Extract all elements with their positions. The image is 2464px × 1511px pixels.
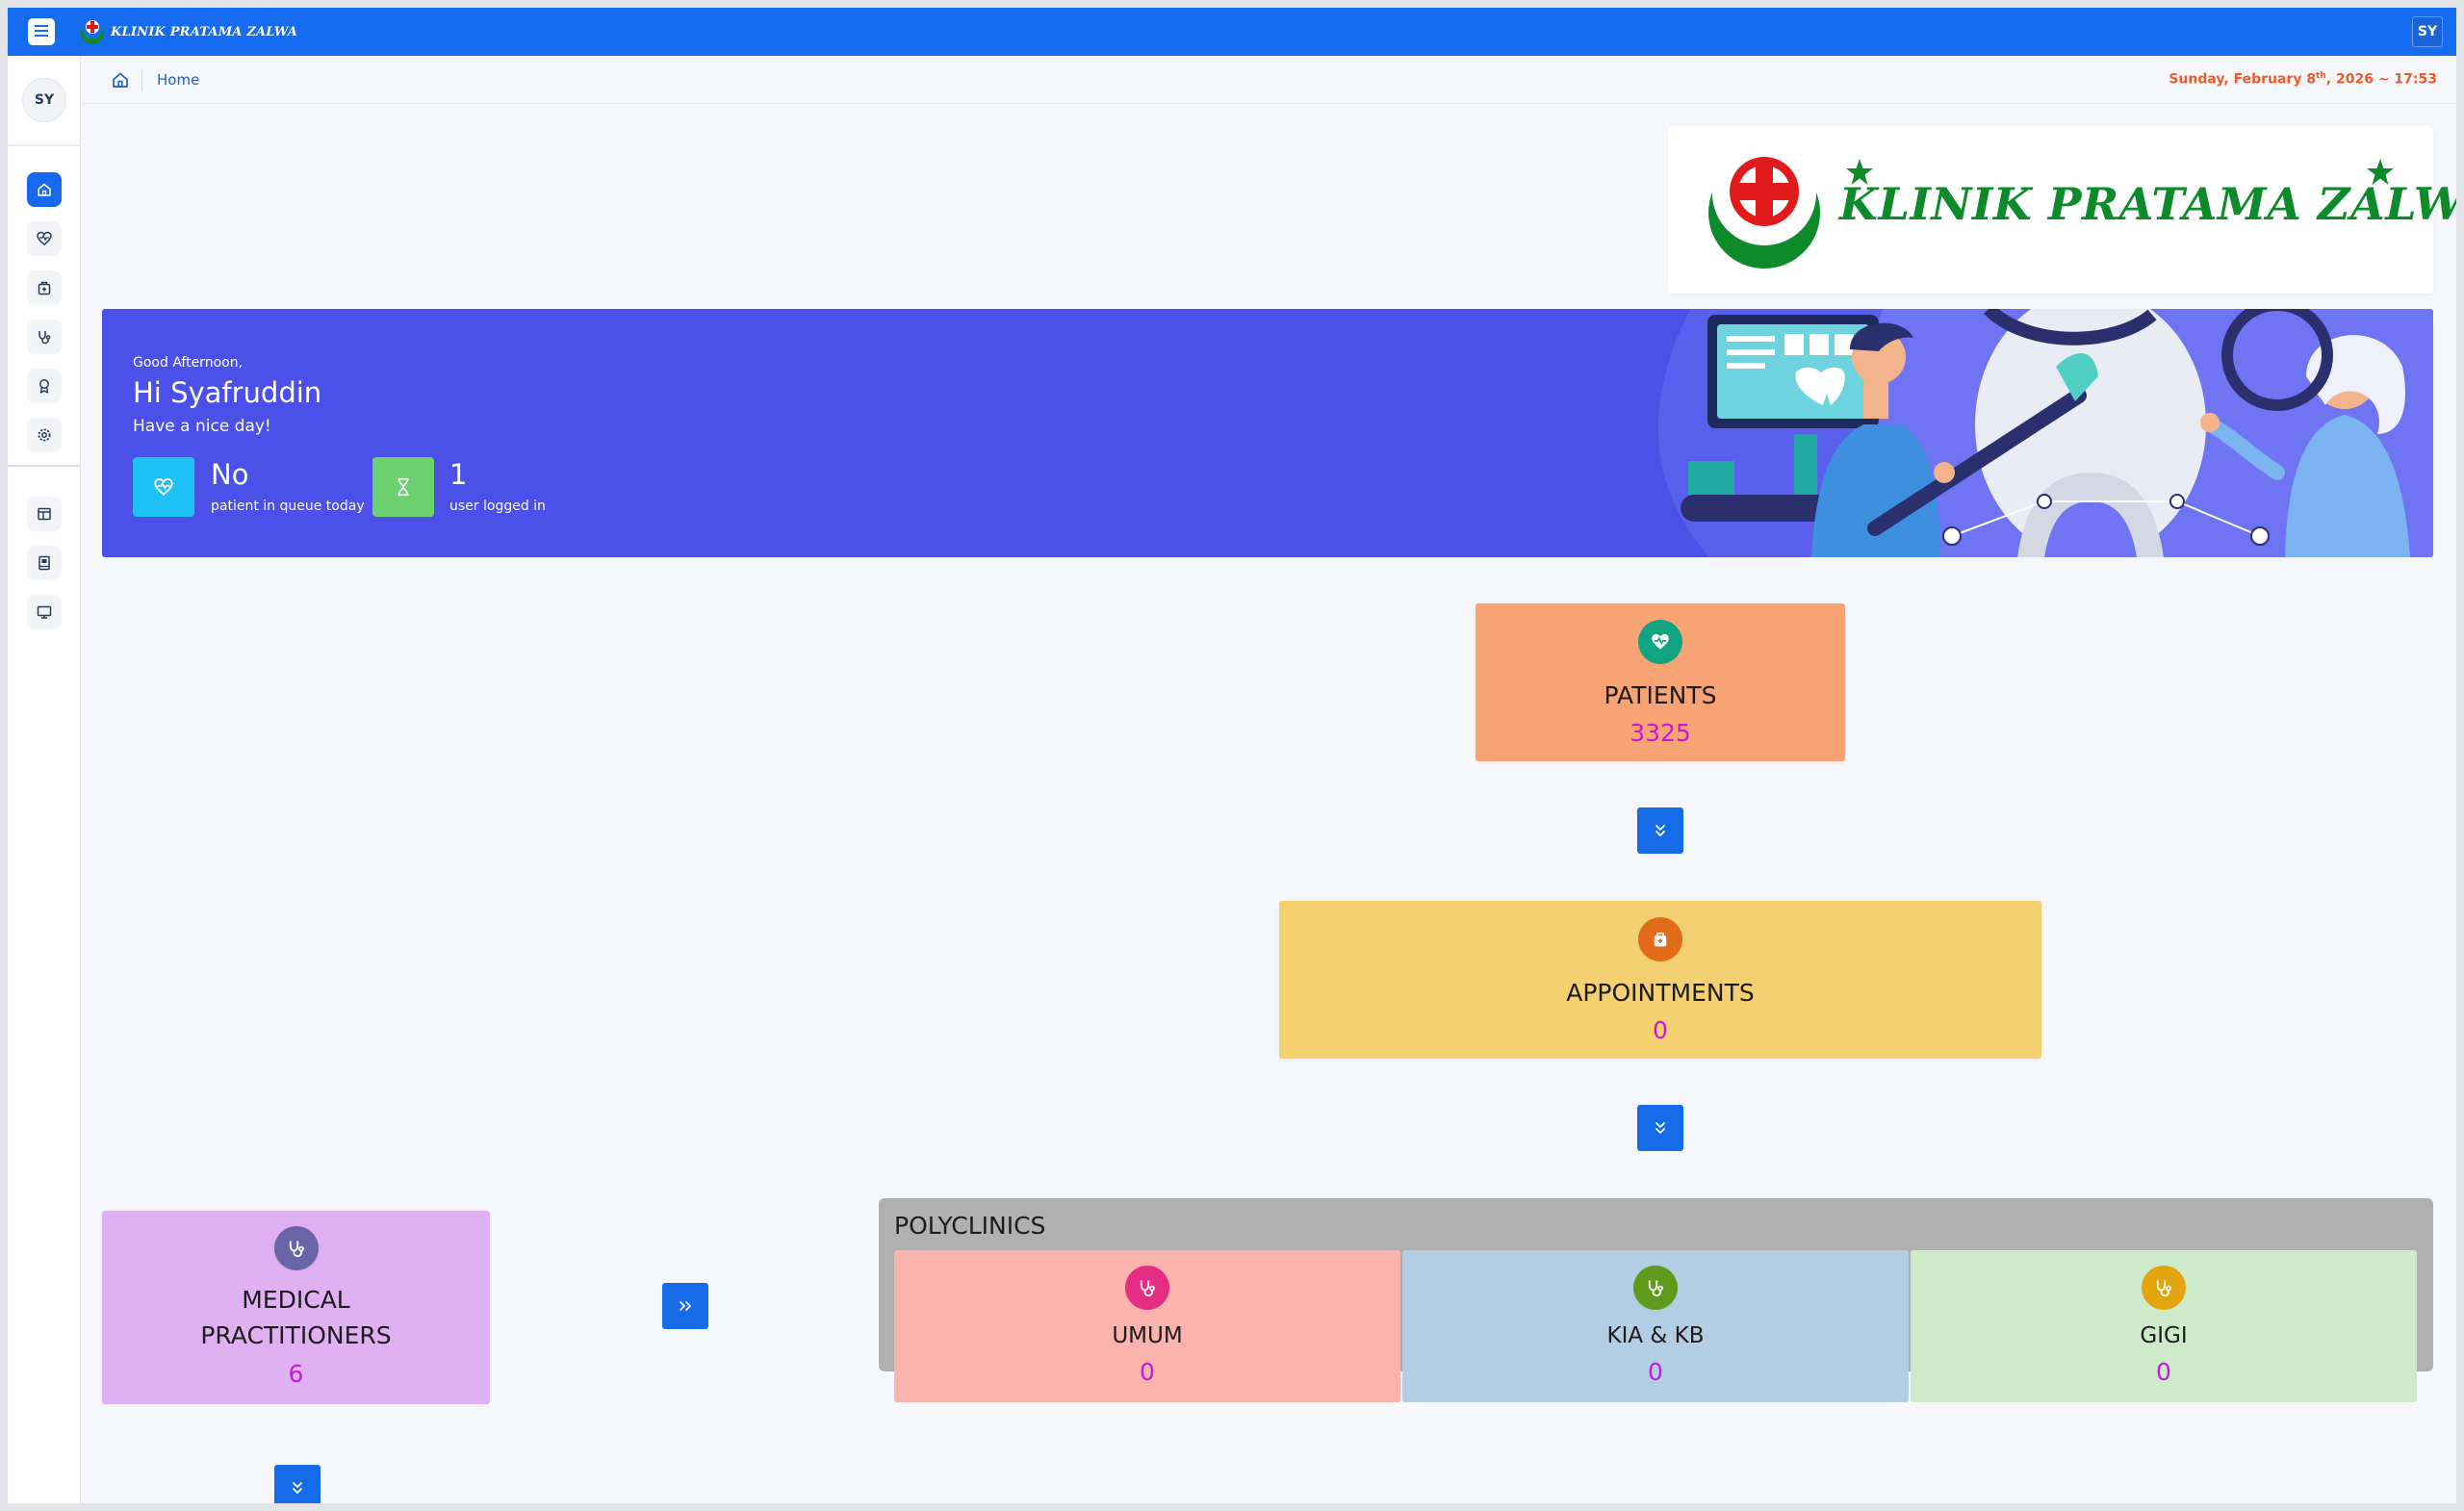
- user-menu-avatar[interactable]: SY: [2412, 16, 2443, 47]
- queue-stat-label: patient in queue today: [211, 499, 365, 514]
- clinic-logo-text: KLINIK PRATAMA ZALWA: [1839, 178, 2456, 230]
- top-navbar: KLINIK PRATAMA ZALWA SY: [8, 8, 2456, 56]
- current-datetime: Sunday, February 8th, 2026 ~ 17:53: [2169, 71, 2437, 88]
- book-icon: [38, 555, 50, 571]
- stethoscope-icon: [2156, 1280, 2171, 1297]
- chevron-double-down-icon: [1656, 825, 1665, 836]
- users-stat-icon-box: [372, 457, 434, 517]
- brand-logo[interactable]: KLINIK PRATAMA ZALWA: [78, 17, 297, 46]
- sidebar-item-display[interactable]: [27, 595, 62, 629]
- home-icon: [38, 183, 51, 196]
- welcome-banner: Good Afternoon, Hi Syafruddin Have a nic…: [102, 309, 2433, 557]
- patients-icon-circle: [1638, 620, 1682, 664]
- polyclinic-card-kia-kb[interactable]: KIA & KB 0: [1402, 1250, 1909, 1402]
- sidebar-divider: [8, 144, 81, 146]
- clinic-logo-icon: [81, 19, 104, 44]
- sidebar-item-layout[interactable]: [27, 497, 62, 531]
- polyclinic-card-gigi[interactable]: GIGI 0: [1911, 1250, 2417, 1402]
- users-stat-value: 1: [449, 458, 468, 491]
- brand-name: KLINIK PRATAMA ZALWA: [111, 24, 298, 39]
- sidebar-avatar[interactable]: SY: [22, 78, 66, 122]
- kia-kb-name: KIA & KB: [1606, 1323, 1705, 1348]
- umum-name: UMUM: [1112, 1323, 1183, 1348]
- sidebar-item-awards[interactable]: [27, 369, 62, 403]
- practitioners-icon-circle: [273, 1226, 319, 1270]
- medical-bag-icon: [1654, 932, 1667, 947]
- patients-title: PATIENTS: [1604, 681, 1717, 709]
- patients-count: 3325: [1630, 719, 1691, 747]
- greeting-name: Hi Syafruddin: [133, 376, 322, 409]
- date-ordinal: th: [2316, 71, 2326, 81]
- stethoscope-icon: [38, 331, 51, 345]
- appointments-card[interactable]: APPOINTMENTS 0: [1279, 901, 2041, 1059]
- monitor-icon: [37, 605, 52, 619]
- chevron-double-down-icon: [293, 1482, 302, 1494]
- kia-kb-icon-circle: [1633, 1266, 1678, 1310]
- umum-icon-circle: [1125, 1266, 1169, 1310]
- clinic-emblem-icon: [1708, 147, 1820, 269]
- gigi-icon-circle: [2142, 1266, 2186, 1310]
- users-stat-label: user logged in: [449, 499, 546, 514]
- dental-illustration: [1657, 309, 2433, 557]
- date-prefix: Sunday, February 8: [2169, 71, 2317, 88]
- gigi-name: GIGI: [2140, 1323, 2188, 1348]
- sidebar: SY: [8, 56, 81, 1503]
- breadcrumb-home-link[interactable]: Home: [157, 71, 200, 89]
- sidebar-item-settings[interactable]: [27, 418, 62, 452]
- breadcrumb-home-button[interactable]: [109, 68, 132, 91]
- heart-pulse-icon: [37, 231, 52, 245]
- kia-kb-count: 0: [1648, 1358, 1663, 1386]
- practitioners-title-line2: PRACTITIONERS: [200, 1321, 392, 1349]
- stethoscope-icon: [289, 1241, 304, 1258]
- breadcrumb: Home Sunday, February 8th, 2026 ~ 17:53: [82, 56, 2456, 104]
- chevron-double-right-icon: [680, 1301, 691, 1311]
- go-to-polyclinics-button[interactable]: [662, 1283, 708, 1329]
- appointments-count: 0: [1653, 1016, 1668, 1044]
- practitioners-count: 6: [288, 1360, 304, 1388]
- app-window: KLINIK PRATAMA ZALWA SY SY: [8, 8, 2456, 1503]
- breadcrumb-separator: [141, 69, 142, 90]
- star-icon: [2367, 159, 2394, 185]
- stethoscope-icon: [1140, 1280, 1155, 1297]
- star-icon: [1846, 159, 1873, 185]
- patients-card[interactable]: PATIENTS 3325: [1476, 603, 1845, 761]
- greeting-subtitle: Have a nice day!: [133, 417, 271, 436]
- appointments-title: APPOINTMENTS: [1566, 979, 1755, 1007]
- expand-practitioners-button[interactable]: [274, 1465, 321, 1503]
- polyclinic-card-umum[interactable]: UMUM 0: [894, 1250, 1400, 1402]
- umum-count: 0: [1140, 1358, 1155, 1386]
- sidebar-item-practitioners[interactable]: [27, 320, 62, 354]
- sidebar-item-home[interactable]: [27, 172, 62, 207]
- clinic-logo-card: KLINIK PRATAMA ZALWA: [1668, 126, 2456, 294]
- sidebar-divider: [8, 465, 81, 467]
- practitioners-card[interactable]: MEDICAL PRACTITIONERS 6: [102, 1211, 490, 1404]
- home-icon: [113, 72, 128, 88]
- polyclinics-title: POLYCLINICS: [894, 1212, 1046, 1240]
- expand-patients-button[interactable]: [1637, 807, 1683, 854]
- greeting-time: Good Afternoon,: [133, 355, 244, 371]
- gigi-count: 0: [2156, 1358, 2171, 1386]
- date-rest: , 2026 ~ 17:53: [2325, 71, 2437, 88]
- award-icon: [39, 379, 49, 394]
- hamburger-icon: [35, 24, 48, 39]
- sidebar-item-appointments[interactable]: [27, 270, 62, 305]
- layout-icon: [38, 507, 51, 521]
- queue-stat-value: No: [211, 458, 249, 491]
- heart-pulse-icon: [154, 477, 173, 496]
- appointments-icon-circle: [1638, 917, 1682, 961]
- sidebar-item-records[interactable]: [27, 546, 62, 580]
- medical-bag-icon: [38, 281, 51, 295]
- settings-icon: [38, 428, 51, 442]
- practitioners-title-line1: MEDICAL: [242, 1286, 350, 1314]
- chevron-double-down-icon: [1656, 1122, 1665, 1134]
- sidebar-item-patients[interactable]: [27, 221, 62, 256]
- hourglass-icon: [398, 477, 409, 497]
- menu-toggle-button[interactable]: [28, 18, 55, 45]
- heart-pulse-icon: [1652, 633, 1669, 650]
- stethoscope-icon: [1648, 1280, 1663, 1297]
- polyclinics-panel: POLYCLINICS UMUM 0 KIA & KB 0 GIGI 0: [879, 1198, 2433, 1402]
- queue-stat-icon-box: [133, 457, 194, 517]
- expand-appointments-button[interactable]: [1637, 1105, 1683, 1151]
